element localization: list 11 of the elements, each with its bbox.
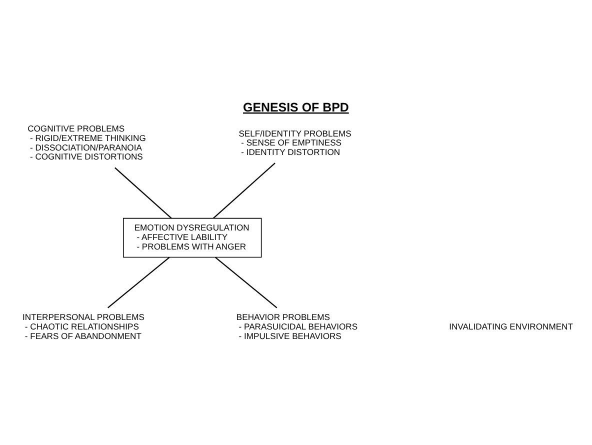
connector	[215, 256, 278, 308]
label: INVALIDATING ENVIRONMENT	[449, 321, 573, 332]
node-text: COGNITIVE PROBLEMS - RIGID/EXTREME THINKING - DISSOCIATION/PARANOIA - COGNITIVE DISTORTIONS	[28, 123, 146, 162]
node-box: EMOTION DYSREGULATION - AFFECTIVE LABILITY - PROBLEMS WITH ANGER	[123, 217, 262, 258]
diagram-title: GENESIS OF BPD	[243, 100, 349, 114]
connector	[108, 256, 170, 308]
connector	[212, 162, 276, 218]
node-text: SELF/IDENTITY PROBLEMS - SENSE OF EMPTINESS - IDENTITY DISTORTION	[238, 128, 352, 157]
node-text: INTERPERSONAL PROBLEMS - CHAOTIC RELATIONSHIPS - FEARS OF ABANDONMENT	[22, 312, 144, 340]
connector	[114, 166, 172, 218]
node-text: BEHAVIOR PROBLEMS - PARASUICIDAL BEHAVIORS - IMPULSIVE BEHAVIORS	[236, 312, 358, 340]
